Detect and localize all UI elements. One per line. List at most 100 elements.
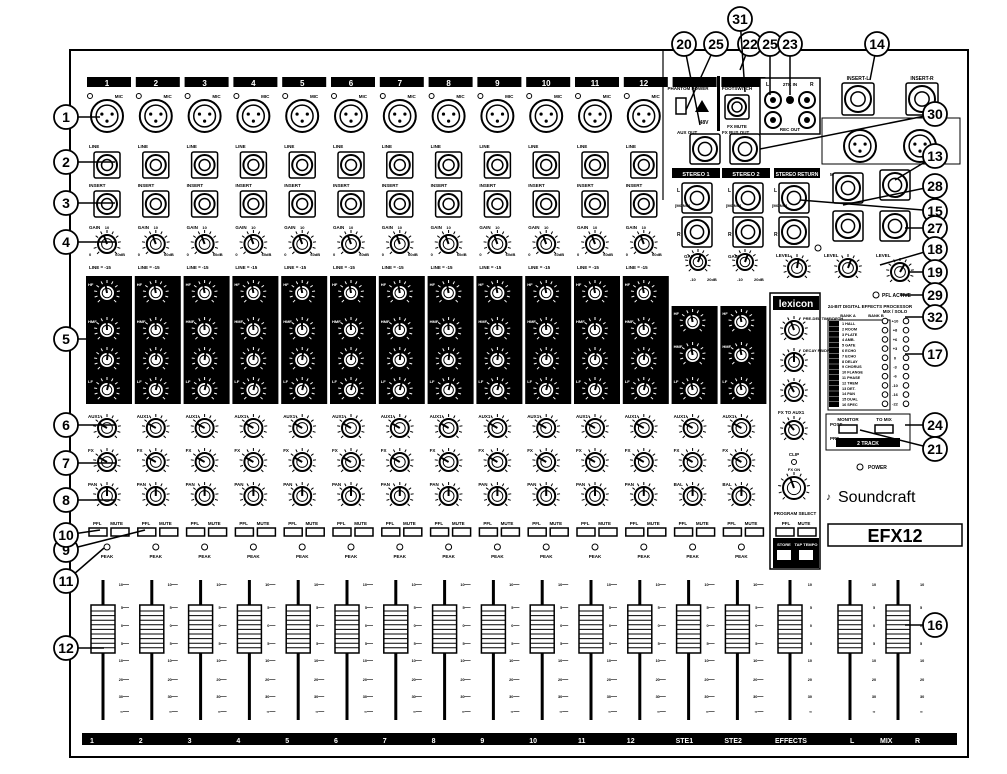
mute-button [599,528,617,536]
peak-led [299,544,305,550]
callout-number: 8 [62,492,70,508]
pfl-label: PFL [782,521,791,526]
line-label: LINE [528,144,538,149]
fader-scale-tick: ∞ [462,710,465,714]
eq-label: LF [186,379,191,384]
xlr-inner [389,105,411,127]
fader-scale-tick: 10 [119,659,123,663]
fader-scale-tick: 10 [460,659,464,663]
jack-hole [394,160,405,171]
jack-hole [150,160,161,171]
decay-label: DECAY FB/DPTH [803,348,835,353]
pfl-button [479,528,497,536]
fader-cap [433,605,457,653]
fx-label: FX [430,448,436,453]
knob-pointer [398,285,399,293]
xlr-pin [203,120,206,123]
jack-hole [199,199,210,210]
jack-hole [738,142,751,155]
xlr-pin [858,150,861,153]
fader-scale-tick: 0 [365,624,367,628]
callout-number: 11 [59,573,74,589]
line-minus15: LINE = -15 [333,265,355,270]
fader-scale-tick: 5 [170,606,172,610]
fader-scale-tick: 5 [706,606,708,610]
fader-scale-tick: 0 [873,624,875,628]
knob-pointer [497,352,498,360]
fader-scale-tick: 20 [872,678,876,682]
power-label: POWER [868,465,887,471]
mic-label: MIC [408,94,417,99]
store-button [777,550,791,560]
peak-label: PEAK [735,554,748,559]
pan-label: PAN [381,482,390,487]
fader-scale-tick: 0 [560,624,562,628]
aux1-label: AUX1 [137,414,150,419]
fader-scale-tick: 5 [170,642,172,646]
xlr-inner [194,105,216,127]
xlr-inner [96,105,118,127]
xlr-pin [545,120,548,123]
jack-hole [102,160,113,171]
insert-label: INSERT [382,183,399,188]
pan-label: PAN [478,482,487,487]
aux1-label: AUX1 [576,414,589,419]
knob-pointer [106,285,107,293]
level-label: LEVEL [776,253,791,258]
preset-num-bg [829,326,839,331]
screw [527,94,532,99]
eq-label: HF [137,282,143,287]
bottom-label: 4 [236,738,240,745]
preset-num-bg [829,380,839,385]
meter-scale: +8 [893,328,898,333]
knob-pointer [545,285,546,293]
fx-label: FX [576,448,582,453]
screw [576,94,581,99]
fx-label: FX [186,448,192,453]
fader-scale-tick: 5 [920,606,922,610]
fader-scale-tick: 5 [706,642,708,646]
fader-scale-tick: ∞ [413,710,416,714]
fader-cap [628,605,652,653]
pan-label: PAN [332,482,341,487]
insert-label: INSERT [479,183,496,188]
line-label: LINE [577,144,587,149]
fader-scale-tick: 30 [314,695,318,699]
fader-scale-tick: 5 [609,606,611,610]
peak-led [543,544,549,550]
preset-name: 15 DUAL [842,398,859,402]
gain-10: 10 [446,225,451,230]
callout-number: 29 [927,287,943,303]
xlr-pin [501,112,504,115]
fx-label: FX [674,448,680,453]
knob-pointer [302,352,303,360]
mute-label: MUTE [403,521,416,526]
jack-hole [741,225,754,238]
jack-hole [690,225,703,238]
jack-hole [492,160,503,171]
fader-scale-tick: ∞ [873,710,876,714]
mute-label: MUTE [159,521,172,526]
meter-led-l [882,318,888,324]
pan-label: BAL [722,482,731,487]
fader-scale-tick: 10 [363,659,367,663]
callout-number: 19 [927,264,943,280]
peak-label: PEAK [442,554,455,559]
peak-led [202,544,208,550]
gain-label: GAIN [626,225,637,230]
screw [185,94,190,99]
preset-num-bg [829,343,839,348]
mute-label: MUTE [549,521,562,526]
gain-label: GAIN [528,225,539,230]
meter-scale: -10 [892,383,899,388]
rca-pin [804,117,810,123]
l-label: L [677,188,680,194]
fader-cap [725,605,749,653]
preset-name: 14 PAN [842,392,855,396]
rca-pin [770,97,776,103]
eq-label: LF [576,379,581,384]
fader-scale-tick: ∞ [218,710,221,714]
gain-label: GAIN [431,225,442,230]
mix-solo-label: MIX / SOLO [883,309,908,314]
gain-10: 10 [300,225,305,230]
